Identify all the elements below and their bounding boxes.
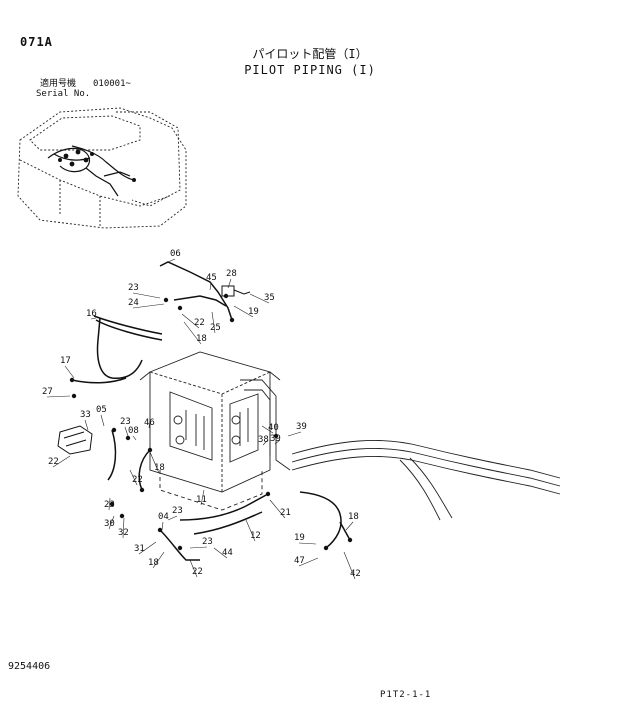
serial-label-jp: 適用号機 <box>40 79 77 89</box>
leader-line <box>129 469 138 486</box>
callout-c22a: 22 <box>194 318 205 328</box>
pilot-fittings <box>69 293 353 551</box>
callout-c19b: 19 <box>294 533 305 543</box>
leader-line <box>200 489 205 506</box>
callout-c40: 40 <box>268 423 279 433</box>
leader-line <box>269 499 286 519</box>
leader-line <box>90 317 97 320</box>
callout-c24: 24 <box>128 298 139 308</box>
callout-c45: 45 <box>206 273 217 283</box>
leader-line <box>189 546 208 549</box>
callout-c39a: 39 <box>296 422 307 432</box>
callout-c18c: 18 <box>348 512 359 522</box>
callout-c22d: 22 <box>192 567 203 577</box>
callout-c16: 16 <box>86 309 97 319</box>
leader-line <box>189 559 198 578</box>
callout-c17: 17 <box>60 356 71 366</box>
leader-line <box>148 419 151 429</box>
callout-c25: 25 <box>210 323 221 333</box>
callout-c22b: 22 <box>48 457 59 467</box>
leader-line <box>167 258 176 263</box>
leader-line <box>132 292 161 299</box>
leader-line <box>211 311 216 334</box>
leader-line <box>122 517 125 539</box>
serial-value: 010001~ <box>93 79 131 89</box>
leader-line <box>245 519 256 542</box>
callout-c33: 33 <box>80 410 91 420</box>
callout-c46: 46 <box>144 418 155 428</box>
callout-c18a: 18 <box>196 334 207 344</box>
callout-c23d: 23 <box>172 506 183 516</box>
document-number: 9254406 <box>8 661 51 672</box>
leader-line <box>46 395 71 398</box>
leader-line <box>100 414 105 427</box>
leader-line <box>138 541 157 555</box>
callout-c21: 21 <box>280 508 291 518</box>
callout-c38: 38 <box>258 435 269 445</box>
leader-line <box>64 365 75 379</box>
leader-line <box>183 321 202 345</box>
callout-c08: 08 <box>128 426 139 436</box>
callout-c23c: 23 <box>104 500 115 510</box>
callout-c12: 12 <box>250 531 261 541</box>
leader-line <box>152 551 165 569</box>
callout-c22c: 22 <box>132 475 143 485</box>
leader-line <box>181 313 200 329</box>
callout-c04: 04 <box>158 512 169 522</box>
boom-hydraulic-hoses <box>240 379 561 521</box>
callout-c39b: 39 <box>270 434 281 444</box>
leader-line <box>149 451 160 474</box>
page-title-jp: パイロット配管（I） <box>252 47 368 61</box>
page-id: 071A <box>20 35 53 49</box>
solenoid-assembly <box>57 285 251 455</box>
callout-c42: 42 <box>350 569 361 579</box>
callout-c27: 27 <box>42 387 53 397</box>
leader-line <box>345 521 354 531</box>
callout-c32: 32 <box>118 528 129 538</box>
leader-line <box>274 439 281 445</box>
leader-line <box>287 431 302 437</box>
leader-line <box>161 521 164 531</box>
callout-c23b: 23 <box>120 417 131 427</box>
callout-c23a: 23 <box>128 283 139 293</box>
leader-line <box>167 515 178 521</box>
leader-line <box>132 435 137 441</box>
callout-c31: 31 <box>134 544 145 554</box>
leader-line <box>108 515 115 530</box>
page-title-en: PILOT PIPING (I) <box>244 63 376 77</box>
leader-line <box>52 455 71 468</box>
leader-line <box>108 497 111 511</box>
leader-line <box>298 542 317 545</box>
pilot-hoses <box>71 261 351 561</box>
callout-c19a: 19 <box>248 307 259 317</box>
serial-label-en: Serial No. <box>36 89 91 99</box>
leader-line <box>84 419 89 431</box>
callout-c30: 30 <box>104 519 115 529</box>
callout-c05: 05 <box>96 405 107 415</box>
callout-c18b: 18 <box>154 463 165 473</box>
callout-c44: 44 <box>222 548 233 558</box>
leader-line <box>249 293 270 304</box>
callout-c28: 28 <box>226 269 237 279</box>
page-reference: P1T2-1-1 <box>380 690 432 700</box>
leader-line <box>132 303 165 309</box>
callout-c23e: 23 <box>202 537 213 547</box>
leader-line <box>209 282 212 291</box>
leader-line <box>233 305 254 318</box>
leader-line <box>298 557 319 567</box>
leader-line <box>124 426 129 437</box>
leader-line <box>343 551 356 580</box>
callout-c35: 35 <box>264 293 275 303</box>
callout-c11: 11 <box>196 495 207 505</box>
control-valve-block <box>139 351 281 511</box>
callout-c47: 47 <box>294 556 305 566</box>
callout-c06: 06 <box>170 249 181 259</box>
leader-line <box>262 439 269 446</box>
leader-line <box>227 278 232 289</box>
leader-line <box>213 547 228 559</box>
leader-line <box>261 425 274 434</box>
callout-c18d: 18 <box>148 558 159 568</box>
